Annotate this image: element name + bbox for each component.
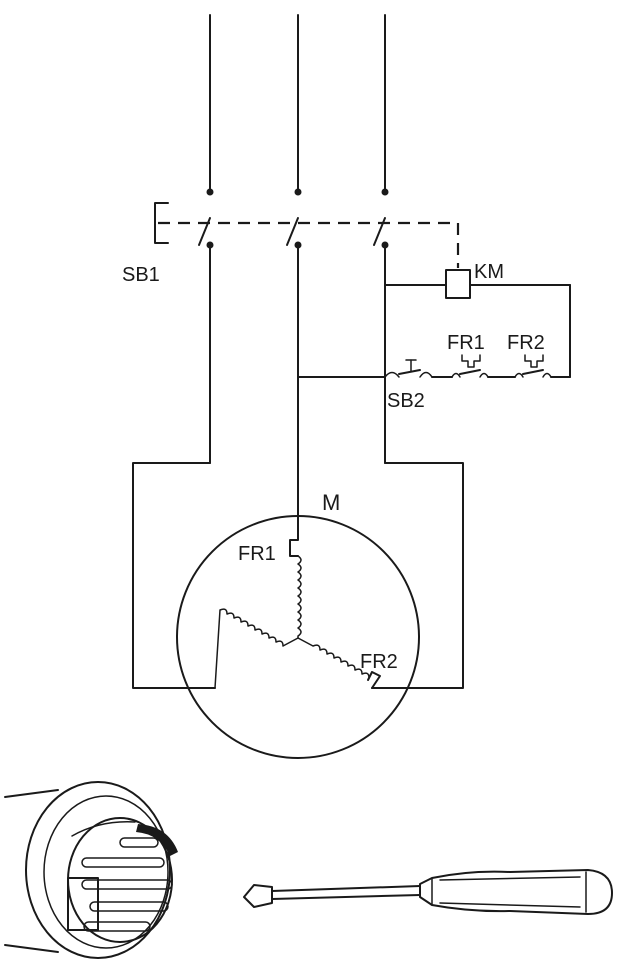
label-fr1-top: FR1: [447, 332, 485, 354]
control-circuit: [297, 269, 571, 378]
label-fr2-motor: FR2: [360, 651, 398, 673]
motor: [176, 514, 420, 759]
label-fr1-motor: FR1: [238, 543, 276, 565]
motor-box: [132, 462, 464, 689]
label-fr2-top: FR2: [507, 332, 545, 354]
sb1-switch: [154, 188, 460, 268]
label-sb2: SB2: [387, 390, 425, 412]
label-sb1: SB1: [122, 264, 160, 286]
phase-conductors: [209, 247, 386, 516]
label-km: KM: [474, 261, 504, 283]
plug-connector-icon: [4, 781, 178, 959]
km-coil: [445, 269, 471, 299]
supply-lines: [209, 14, 386, 191]
diagram-labels: SB1 KM FR1 FR2 SB2 M FR1 FR2: [122, 261, 545, 673]
label-motor: M: [322, 490, 340, 515]
screwdriver-icon: [243, 869, 613, 915]
